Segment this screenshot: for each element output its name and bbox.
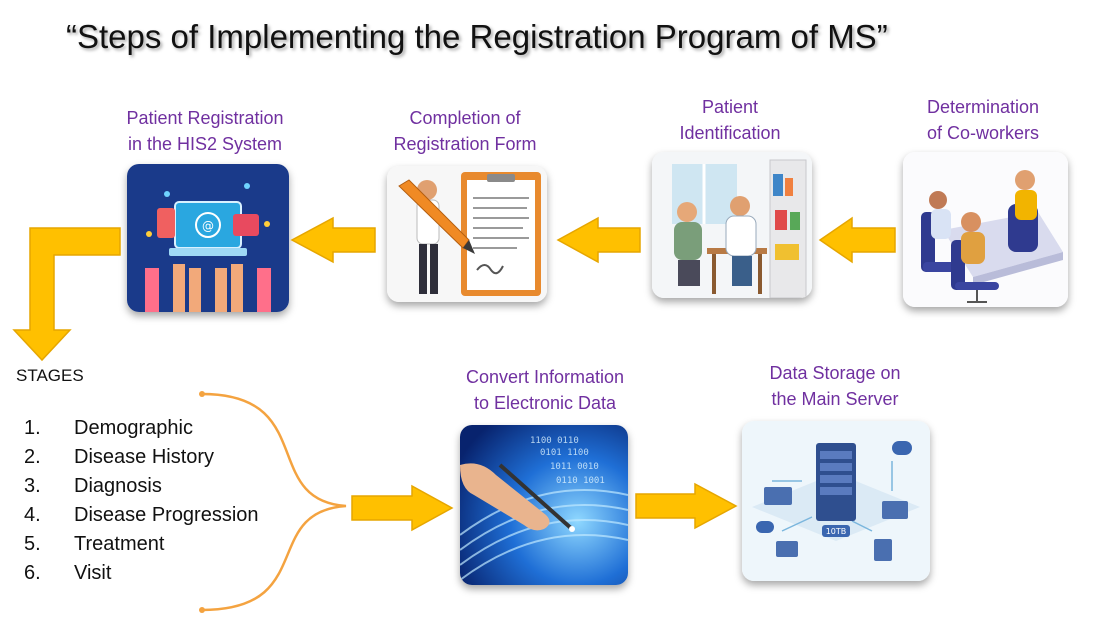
list-item: 1.Demographic: [24, 417, 193, 439]
list-item: 6.Visit: [24, 562, 112, 584]
stages-title: STAGES: [16, 366, 84, 385]
meeting-icon: [903, 152, 1068, 307]
arrow-bend-down: [12, 227, 121, 362]
arrow-left-3: [290, 216, 376, 264]
brace-end-top: [199, 391, 205, 397]
svg-text:@: @: [202, 219, 214, 233]
list-item: 4.Disease Progression: [24, 504, 259, 526]
svg-text:0110 1001: 0110 1001: [556, 476, 605, 486]
form-signing-icon: [387, 166, 547, 302]
svg-text:0101 1100: 0101 1100: [540, 448, 589, 458]
digital-data-icon: 0101 1100 1011 0010 0110 1001 1100 0110: [460, 425, 628, 585]
server-capacity-badge: 10TB: [826, 527, 847, 536]
card-server: 10TB: [742, 421, 930, 581]
stage-brace: [201, 392, 347, 612]
card-electronic-data: 0101 1100 1011 0010 0110 1001 1100 0110: [460, 425, 628, 585]
list-item: 3.Diagnosis: [24, 475, 162, 497]
arrow-right-1: [351, 484, 454, 532]
card-identification: [652, 152, 812, 298]
arrow-left-1: [818, 216, 896, 264]
page-title: “Steps of Implementing the Registration …: [66, 18, 888, 55]
computer-system-icon: @: [127, 164, 289, 312]
server-icon: 10TB: [742, 421, 930, 581]
arrow-right-2: [635, 482, 738, 530]
svg-text:1100 0110: 1100 0110: [530, 436, 579, 446]
svg-text:1011 0010: 1011 0010: [550, 462, 599, 472]
card-registration-form: [387, 166, 547, 302]
brace-end-bottom: [199, 607, 205, 613]
list-item: 5.Treatment: [24, 533, 165, 555]
list-item: 2.Disease History: [24, 446, 215, 468]
stage-list: 1.Demographic 2.Disease History 3.Diagno…: [24, 414, 259, 588]
card-his2: @: [127, 164, 289, 312]
arrow-left-2: [556, 216, 641, 264]
doctor-patient-icon: [652, 152, 812, 298]
card-co-workers: [903, 152, 1068, 307]
